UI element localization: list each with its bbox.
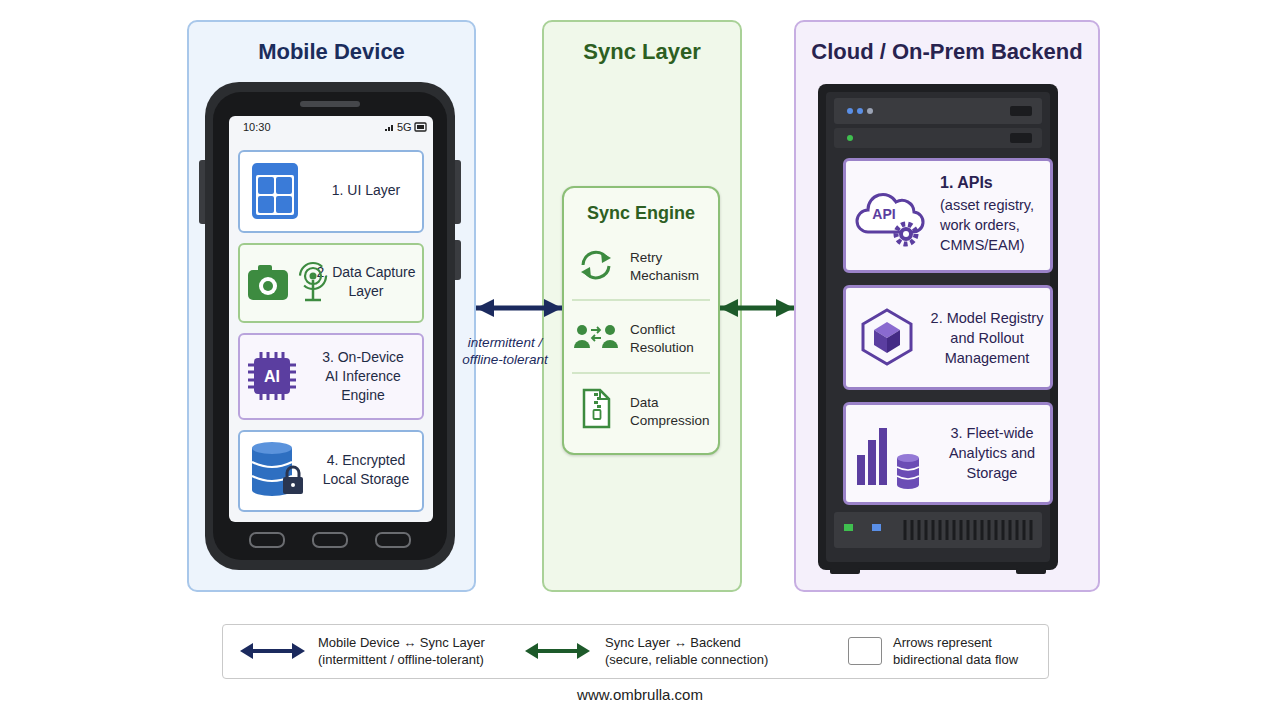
layer-panel: Sync LayerSync EngineRetry MechanismConf…: [542, 20, 742, 592]
component-label: 3. On-Device AI Inference Engine: [316, 348, 410, 405]
panel-title: Mobile Device: [189, 39, 474, 65]
chip-text: AI: [254, 367, 290, 387]
legend-arrow-sample: [577, 643, 590, 659]
legend-label: Mobile Device ↔ Sync Layer (intermittent…: [318, 634, 503, 668]
server-rack: [818, 84, 1058, 574]
caption: www.ombrulla.com: [0, 686, 1280, 704]
legend-arrow-sample: [535, 649, 580, 653]
legend-arrow-sample: [525, 643, 538, 659]
service-label: 3. Fleet-wide Analytics and Storage: [938, 423, 1046, 483]
layer-panel: Mobile Device 1. UI Layer 2. Data Capture …: [187, 20, 476, 592]
component-label: 1. UI Layer: [312, 181, 420, 200]
legend-arrow-sample: [250, 649, 295, 653]
edge-label: intermittent / offline-tolerant: [455, 334, 555, 368]
engine-box: Sync EngineRetry MechanismConflict Resol…: [562, 186, 720, 455]
legend-arrow-sample: [240, 643, 253, 659]
feature-label: Data Compression: [630, 394, 714, 430]
engine-title: Sync Engine: [564, 202, 718, 224]
component-label: 2. Data Capture Layer: [312, 263, 420, 301]
service-description: (asset registry, work orders, CMMS/EAM): [940, 195, 1052, 255]
icon-text: API: [866, 205, 902, 223]
component-label: 4. Encrypted Local Storage: [312, 451, 420, 489]
rugged-phone: [229, 116, 433, 522]
legend-label: Sync Layer ↔ Backend (secure, reliable c…: [605, 634, 787, 668]
panel-title: Sync Layer: [544, 39, 740, 65]
service-box: 2. Model Registry and Rollout Management: [843, 285, 1053, 390]
service-box: 3. Fleet-wide Analytics and Storage: [843, 402, 1053, 505]
panel-title: Cloud / On-Prem Backend: [796, 39, 1098, 65]
legend-arrow-sample: [292, 643, 305, 659]
status-network: 5G: [397, 121, 413, 134]
feature-label: Conflict Resolution: [630, 321, 714, 357]
legend-box: [222, 624, 1049, 679]
feature-label: Retry Mechanism: [630, 249, 714, 285]
component-box: 2. Data Capture Layer: [238, 243, 424, 323]
layer-panel: Cloud / On-Prem Backend 1. APIs(asset reg…: [794, 20, 1100, 592]
service-label: 2. Model Registry and Rollout Management: [924, 308, 1050, 368]
legend-swatch: [848, 637, 882, 665]
component-box: 1. UI Layer: [238, 150, 424, 233]
component-box: 4. Encrypted Local Storage: [238, 430, 424, 512]
service-title: 1. APIs: [940, 173, 1050, 193]
status-time: 10:30: [243, 121, 283, 134]
legend-label: Arrows represent bidirectional data flow: [893, 634, 1043, 668]
